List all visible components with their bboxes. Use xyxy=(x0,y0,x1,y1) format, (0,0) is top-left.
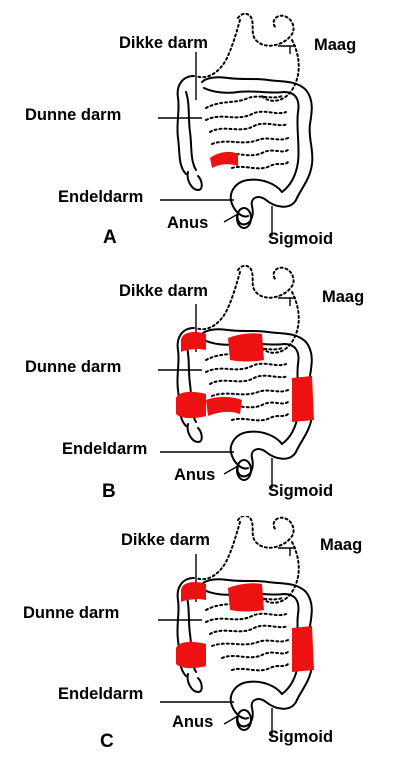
label-maag: Maag xyxy=(314,36,357,54)
stomach-outline xyxy=(237,264,300,354)
appendix-outline xyxy=(186,423,203,443)
rectum-outline xyxy=(236,448,297,478)
sigmoid-outline xyxy=(229,178,283,218)
label-anus: Anus xyxy=(167,214,209,232)
small-intestine-loop xyxy=(211,137,289,145)
small-intestine-loop xyxy=(205,612,287,623)
inflamed-region-descending-colon xyxy=(292,376,314,422)
appendix-outline xyxy=(186,673,203,693)
inflamed-region-descending-colon xyxy=(292,626,314,672)
ascending-colon-inner xyxy=(185,91,197,171)
anus-outline xyxy=(236,207,252,229)
small-intestine-loop xyxy=(221,651,289,659)
inflamed-region-terminal-ileum-b xyxy=(206,397,242,416)
small-intestine-loop xyxy=(209,374,289,385)
leader-anus xyxy=(223,213,239,223)
leader-anus xyxy=(223,465,239,475)
rectum-outline xyxy=(236,196,297,226)
digestive-tract-diagram xyxy=(158,12,314,236)
label-anus: Anus xyxy=(174,466,216,484)
label-endeldarm: Endeldarm xyxy=(62,440,148,458)
label-dunne-darm: Dunne darm xyxy=(25,106,122,124)
label-dunne-darm: Dunne darm xyxy=(25,358,122,376)
small-intestine-loop xyxy=(209,624,289,635)
digestive-tract-diagram xyxy=(158,264,314,488)
esophagus-outline xyxy=(195,271,241,331)
label-sigmoid: Sigmoid xyxy=(268,482,334,500)
inflamed-region-terminal-ileum xyxy=(210,151,238,168)
leader-anus xyxy=(223,715,239,725)
esophagus-outline xyxy=(195,521,241,581)
small-intestine-loop xyxy=(231,161,289,170)
small-intestine-loop xyxy=(205,95,283,109)
esophagus-outline xyxy=(195,19,241,79)
sigmoid-outline xyxy=(229,430,283,470)
small-intestine-loop xyxy=(211,389,289,397)
label-dunne-darm: Dunne darm xyxy=(23,604,120,622)
sigmoid-outline xyxy=(229,680,283,720)
panel-letter: B xyxy=(102,481,116,502)
inflamed-region-cecum xyxy=(176,391,206,419)
colon-inner-outline xyxy=(203,87,300,193)
label-sigmoid: Sigmoid xyxy=(268,728,334,746)
appendix-outline xyxy=(186,171,203,191)
colon-outer-outline xyxy=(176,75,314,201)
small-intestine-loop xyxy=(231,413,289,422)
panel-letter: A xyxy=(103,227,117,248)
stomach-outline xyxy=(237,12,300,102)
inflamed-region-cecum xyxy=(176,641,206,669)
label-dikke-darm: Dikke darm xyxy=(119,34,208,52)
panel-b: Dikke darm Maag Dunne darm Endeldarm Anu… xyxy=(0,258,400,516)
panel-a: Dikke darm Maag Dunne darm Endeldarm Anu… xyxy=(0,0,400,258)
small-intestine-loop xyxy=(231,663,289,672)
panel-letter: C xyxy=(100,731,114,752)
small-intestine-loop xyxy=(205,110,287,121)
inflamed-region-transverse-colon xyxy=(228,333,264,362)
rectum-outline xyxy=(236,698,297,728)
inflamed-region-ascending-colon-top xyxy=(181,332,206,352)
small-intestine-loop xyxy=(211,639,289,647)
label-sigmoid: Sigmoid xyxy=(268,230,334,248)
label-maag: Maag xyxy=(320,536,363,554)
inflamed-region-transverse-colon xyxy=(228,583,264,612)
label-maag: Maag xyxy=(322,288,365,306)
label-endeldarm: Endeldarm xyxy=(58,685,144,703)
anus-outline xyxy=(236,459,252,481)
small-intestine-loop xyxy=(205,362,287,373)
stomach-outline xyxy=(237,516,300,604)
label-anus: Anus xyxy=(172,713,214,731)
small-intestine-loop xyxy=(209,122,289,133)
inflamed-region-ascending-colon-top xyxy=(181,582,206,602)
digestive-tract-diagram xyxy=(158,516,314,738)
panel-c: Dikke darm Maag Dunne darm Endeldarm Anu… xyxy=(0,516,400,774)
label-endeldarm: Endeldarm xyxy=(58,188,144,206)
label-dikke-darm: Dikke darm xyxy=(119,282,208,300)
anus-outline xyxy=(236,709,252,731)
label-dikke-darm: Dikke darm xyxy=(121,531,210,549)
